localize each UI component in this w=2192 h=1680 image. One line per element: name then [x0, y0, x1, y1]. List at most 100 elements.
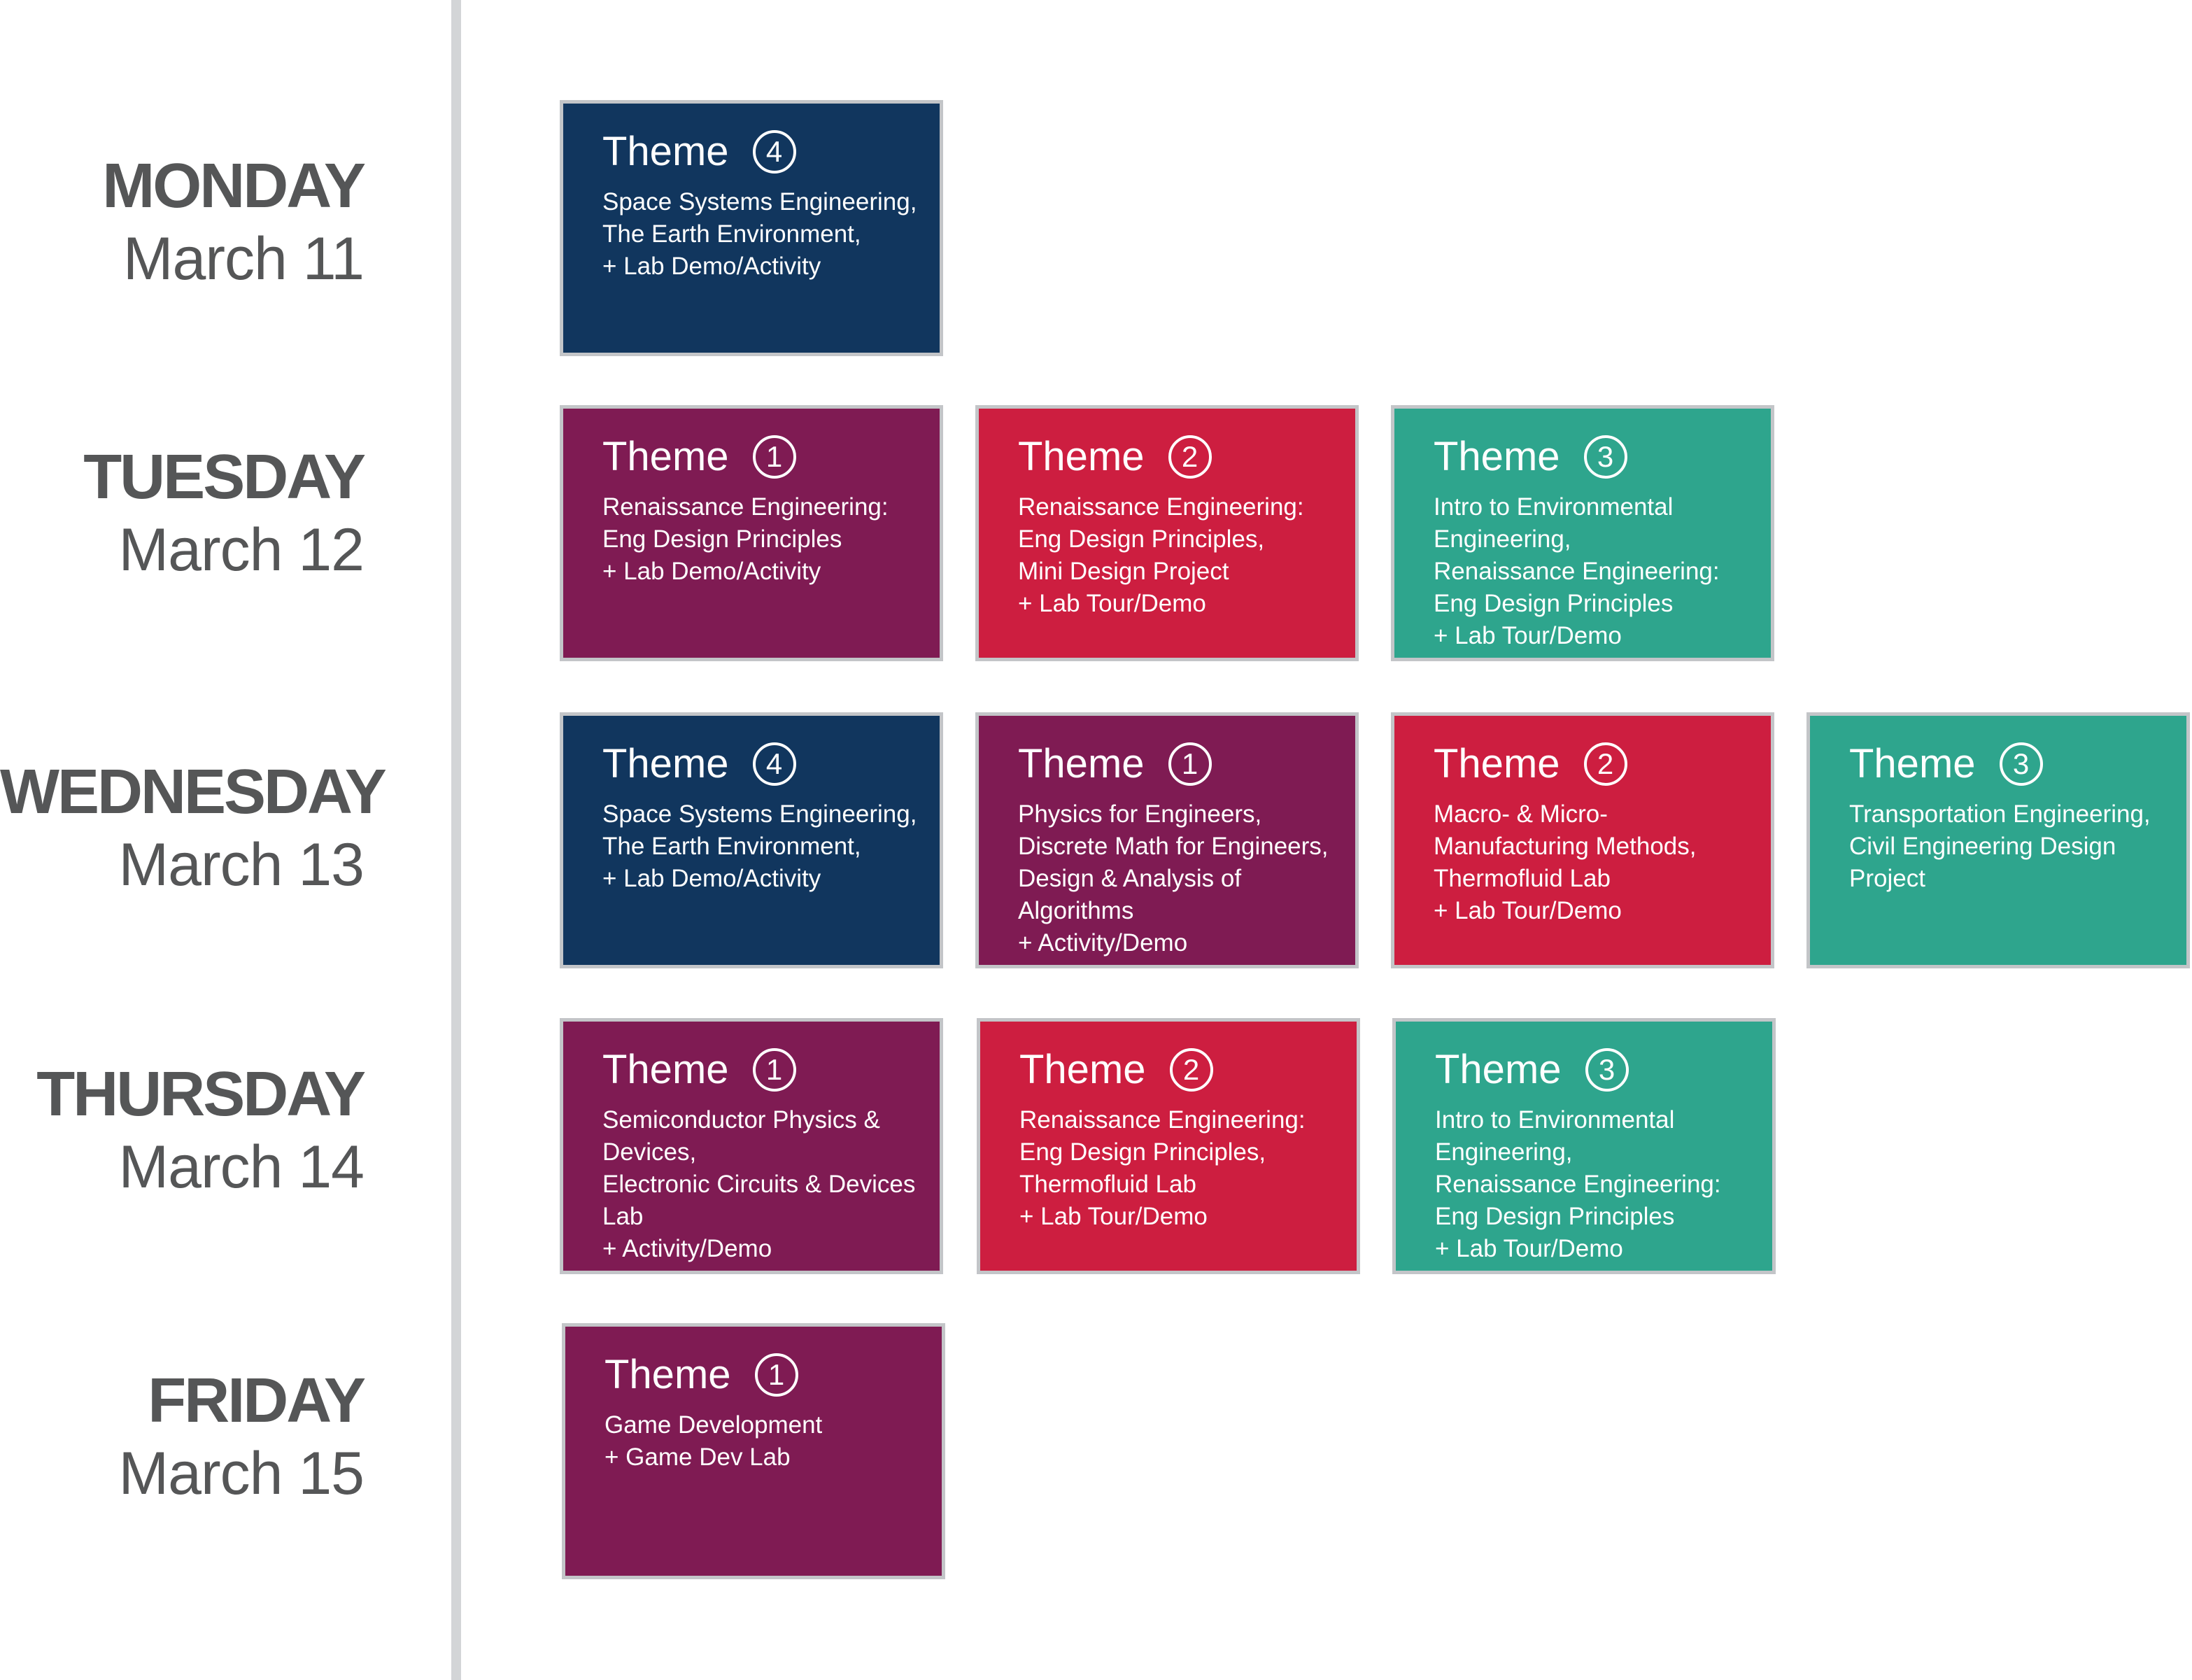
day-name: WEDNESDAY: [0, 757, 387, 827]
day-date: March 11: [122, 225, 365, 292]
card-line: Semiconductor Physics &: [602, 1106, 880, 1134]
day-label-monday: MONDAY March 11: [0, 150, 366, 295]
card-line: Macro- & Micro-: [1434, 800, 1608, 828]
card-line: + Lab Tour/Demo: [1018, 590, 1206, 617]
card-header: Theme 2: [1019, 1041, 1322, 1099]
card-title: Theme: [1018, 741, 1145, 786]
card-line: Eng Design Principles,: [1018, 525, 1265, 553]
card-line: Mini Design Project: [1018, 558, 1229, 585]
card-line: The Earth Environment,: [602, 220, 861, 248]
card-line: Renaissance Engineering:: [1018, 493, 1304, 521]
card-line: Space Systems Engineering,: [602, 800, 917, 828]
session-card-theme-2: Theme 2 Renaissance Engineering: Eng Des…: [975, 405, 1359, 661]
card-line: Renaissance Engineering:: [1019, 1106, 1306, 1134]
card-line: Eng Design Principles: [1434, 590, 1674, 617]
card-line: + Lab Demo/Activity: [602, 865, 821, 892]
day-date: March 13: [118, 831, 365, 898]
day-label-friday: FRIDAY March 15: [0, 1364, 367, 1510]
day-label-wednesday: WEDNESDAY March 13: [0, 756, 387, 901]
session-card-theme-2: Theme 2 Macro- & Micro- Manufacturing Me…: [1391, 712, 1774, 968]
card-line: Engineering,: [1435, 1138, 1573, 1166]
card-line: Renaissance Engineering:: [1434, 558, 1720, 585]
card-title: Theme: [602, 434, 729, 479]
card-line: Engineering,: [1434, 525, 1571, 553]
card-title: Theme: [1434, 741, 1560, 786]
card-title: Theme: [1435, 1047, 1562, 1092]
card-line: Eng Design Principles,: [1019, 1138, 1266, 1166]
card-line: + Lab Tour/Demo: [1435, 1235, 1623, 1262]
card-line: Algorithms: [1018, 897, 1134, 924]
card-line: Eng Design Principles: [1435, 1203, 1675, 1230]
card-header: Theme 1: [604, 1346, 907, 1404]
card-title: Theme: [602, 129, 729, 174]
card-line: Transportation Engineering,: [1849, 800, 2151, 828]
theme-number-badge: 2: [1169, 1048, 1213, 1092]
card-line: Design & Analysis of: [1018, 865, 1242, 892]
session-card-theme-1: Theme 1 Game Development + Game Dev Lab: [562, 1323, 945, 1579]
card-title: Theme: [1849, 741, 1976, 786]
card-title: Theme: [604, 1352, 731, 1397]
day-label-tuesday: TUESDAY March 12: [0, 441, 366, 586]
card-line: + Activity/Demo: [1018, 929, 1188, 957]
card-title: Theme: [1434, 434, 1560, 479]
theme-number-badge: 2: [1583, 742, 1627, 786]
card-title: Theme: [1018, 434, 1145, 479]
card-line: Discrete Math for Engineers,: [1018, 833, 1329, 860]
day-name: THURSDAY: [36, 1059, 366, 1129]
theme-number-badge: 3: [1583, 435, 1627, 479]
theme-number-badge: 1: [1168, 742, 1212, 786]
card-line: Civil Engineering Design: [1849, 833, 2116, 860]
card-line: + Lab Demo/Activity: [602, 558, 821, 585]
card-line: Renaissance Engineering:: [1435, 1171, 1721, 1198]
timeline-divider: [451, 0, 461, 1680]
card-line: + Lab Tour/Demo: [1019, 1203, 1208, 1230]
theme-number-badge: 2: [1168, 435, 1212, 479]
card-header: Theme 1: [1018, 735, 1320, 793]
session-card-theme-1: Theme 1 Physics for Engineers, Discrete …: [975, 712, 1359, 968]
card-line: Manufacturing Methods,: [1434, 833, 1697, 860]
theme-number-badge: 3: [1585, 1048, 1629, 1092]
card-line: Physics for Engineers,: [1018, 800, 1262, 828]
card-line: Project: [1849, 865, 1925, 892]
card-header: Theme 4: [602, 735, 905, 793]
card-header: Theme 3: [1435, 1041, 1737, 1099]
theme-number-badge: 1: [752, 1048, 796, 1092]
day-date: March 15: [118, 1440, 365, 1507]
day-date: March 14: [118, 1134, 365, 1201]
session-card-theme-4: Theme 4 Space Systems Engineering, The E…: [560, 712, 943, 968]
day-name: FRIDAY: [148, 1366, 366, 1436]
session-card-theme-3: Theme 3 Intro to Environmental Engineeri…: [1391, 405, 1774, 661]
card-header: Theme 2: [1434, 735, 1736, 793]
card-line: + Activity/Demo: [602, 1235, 772, 1262]
card-line: + Lab Tour/Demo: [1434, 897, 1622, 924]
session-card-theme-3: Theme 3 Intro to Environmental Engineeri…: [1392, 1018, 1776, 1274]
card-header: Theme 3: [1434, 428, 1736, 486]
card-line: + Lab Demo/Activity: [602, 253, 821, 280]
session-card-theme-1: Theme 1 Semiconductor Physics & Devices,…: [560, 1018, 943, 1274]
theme-number-badge: 3: [1999, 742, 2043, 786]
session-card-theme-2: Theme 2 Renaissance Engineering: Eng Des…: [977, 1018, 1360, 1274]
card-title: Theme: [602, 741, 729, 786]
card-line: Devices,: [602, 1138, 697, 1166]
card-title: Theme: [1019, 1047, 1146, 1092]
card-line: Space Systems Engineering,: [602, 188, 917, 216]
card-line: Eng Design Principles: [602, 525, 842, 553]
card-line: Thermofluid Lab: [1019, 1171, 1196, 1198]
card-header: Theme 1: [602, 1041, 905, 1099]
day-name: TUESDAY: [83, 442, 366, 512]
card-line: Lab: [602, 1203, 644, 1230]
card-line: + Game Dev Lab: [604, 1443, 791, 1471]
card-line: Intro to Environmental: [1435, 1106, 1675, 1134]
card-line: Thermofluid Lab: [1434, 865, 1611, 892]
card-title: Theme: [602, 1047, 729, 1092]
card-line: Electronic Circuits & Devices: [602, 1171, 916, 1198]
theme-number-badge: 4: [752, 742, 796, 786]
card-line: Renaissance Engineering:: [602, 493, 889, 521]
card-header: Theme 4: [602, 123, 905, 181]
card-line: The Earth Environment,: [602, 833, 861, 860]
card-header: Theme 2: [1018, 428, 1320, 486]
card-header: Theme 1: [602, 428, 905, 486]
session-card-theme-3: Theme 3 Transportation Engineering, Civi…: [1806, 712, 2190, 968]
session-card-theme-1: Theme 1 Renaissance Engineering: Eng Des…: [560, 405, 943, 661]
card-header: Theme 3: [1849, 735, 2151, 793]
